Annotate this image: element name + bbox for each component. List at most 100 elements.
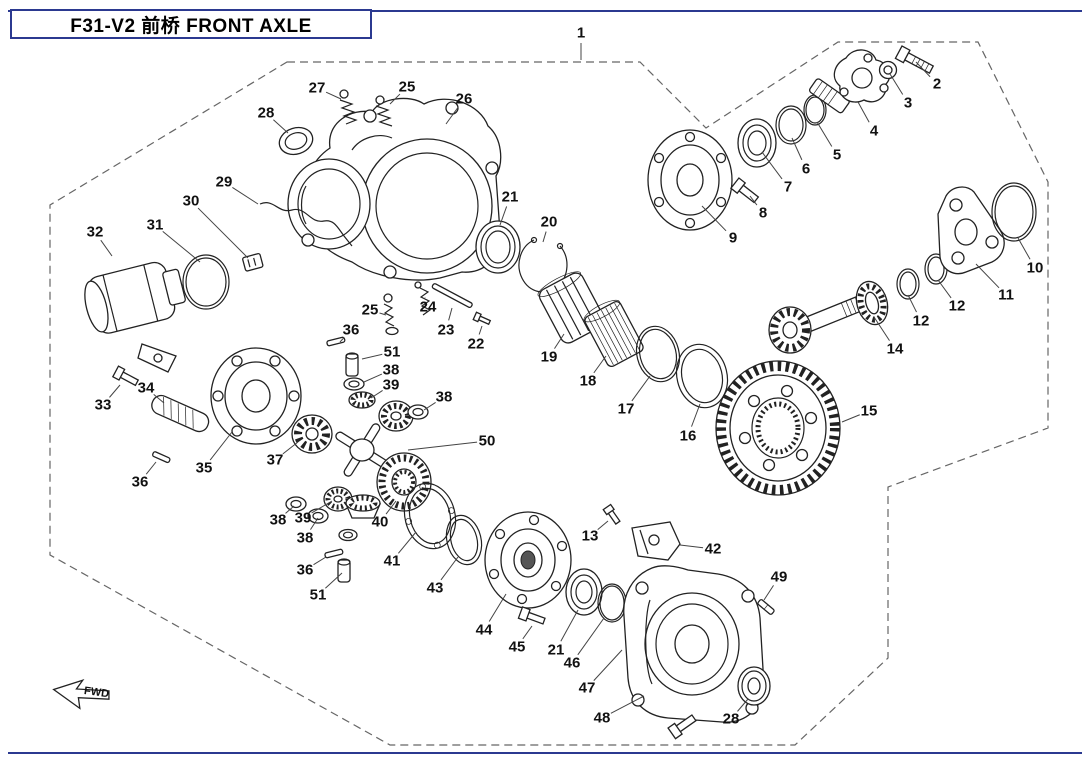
part-bevel-gear-cone [345,494,381,519]
part-pin-36-bottom [324,548,344,559]
part-actuator-lever [137,343,177,373]
callout-35: 35 [196,460,213,477]
callout-31: 31 [147,217,164,234]
part-gearcase-housing [287,97,502,281]
callout-22: 22 [468,336,485,353]
part-ring-16 [675,343,729,409]
part-pin-36-left [152,451,171,464]
callout-42: 42 [705,541,722,558]
callout-layer: 1234567891011121213141516171819202122232… [87,25,1044,728]
callout-39: 39 [383,377,400,394]
part-bevel-gear-37 [291,414,333,454]
callout-25: 25 [362,302,379,319]
callout-17: 17 [618,401,635,418]
part-dowel-49 [757,599,775,615]
callout-leader-38 [285,505,295,514]
part-bolt-45 [517,606,546,625]
part-shim-43 [445,514,483,566]
callout-11: 11 [998,287,1014,304]
callout-8: 8 [759,205,767,222]
callout-leader-13 [597,520,609,530]
callout-leader-39 [311,500,333,514]
callout-leader-22 [478,325,483,335]
callout-3: 3 [904,95,912,112]
callout-leader-44 [488,593,507,622]
callout-13: 13 [582,528,599,545]
part-pin-23 [431,283,473,309]
callout-38: 38 [297,530,314,547]
part-spring-25-mid [383,293,399,336]
callout-leader-42 [679,544,704,549]
callout-33: 33 [95,397,112,414]
callout-18: 18 [580,373,597,390]
part-oring-31 [182,254,230,310]
callout-leader-10 [1017,237,1031,260]
callout-20: 20 [541,214,558,231]
callout-5: 5 [833,147,841,164]
callout-44: 44 [476,622,493,639]
callout-leader-39 [370,390,383,399]
callout-9: 9 [729,230,737,247]
part-ring-gear-15 [715,360,841,496]
callout-36: 36 [297,562,314,579]
callout-leader-2 [915,61,931,78]
part-spring-25-top [375,95,393,127]
part-oil-seal-28-top [278,126,314,156]
callout-leader-38 [310,517,319,530]
callout-leader-23 [448,307,453,321]
part-side-cover-48 [623,565,765,723]
callout-32: 32 [87,224,104,241]
callout-49: 49 [771,569,788,586]
callout-34: 34 [138,380,155,397]
callout-leader-27 [325,91,342,100]
callout-21: 21 [502,189,519,206]
callout-leader-38 [363,373,383,383]
part-ring-12-a [896,268,920,300]
callout-40: 40 [372,514,389,531]
callout-leader-32 [100,239,113,257]
callout-15: 15 [861,403,878,420]
part-washer-38-b [407,404,429,420]
callout-25: 25 [399,79,416,96]
part-oring-10 [991,182,1037,242]
callout-28: 28 [723,711,740,728]
callout-41: 41 [384,553,401,570]
part-shift-shaft-34 [151,394,210,433]
callout-51: 51 [310,587,327,604]
callout-37: 37 [267,452,284,469]
callout-7: 7 [784,179,792,196]
part-oil-seal-28-bottom [737,666,771,706]
callout-10: 10 [1027,260,1044,277]
callout-36: 36 [132,474,149,491]
callout-leader-17 [631,375,651,402]
part-bevel-gear-right [378,400,414,432]
callout-leader-51 [325,572,343,589]
callout-leader-21 [499,206,508,226]
callout-47: 47 [579,680,596,697]
callout-leader-12 [907,294,917,313]
callout-leader-26 [445,106,459,125]
part-breather-hose-29 [259,202,353,247]
part-gasket-41 [403,482,457,550]
callout-leader-7 [761,151,783,180]
callout-leader-50 [407,441,478,451]
part-pin-51-bottom [337,558,351,583]
callout-23: 23 [438,322,455,339]
callout-leader-4 [857,101,870,123]
callout-29: 29 [216,174,233,191]
callout-leader-30 [197,207,249,259]
callout-leader-36 [313,556,327,566]
callout-leader-12 [937,279,952,299]
part-washer-38-a [343,377,365,391]
page-title: F31-V2 前桥 FRONT AXLE [70,15,312,37]
callout-leader-20 [542,231,547,243]
part-actuator-motor-32 [84,261,186,334]
callout-leader-8 [749,195,758,206]
title-block: F31-V2 前桥 FRONT AXLE [10,9,372,39]
callout-12: 12 [949,298,966,315]
callout-14: 14 [887,341,904,358]
callout-leader-5 [816,121,833,147]
part-bolt-2 [894,45,935,74]
part-bolt-33 [111,365,140,387]
